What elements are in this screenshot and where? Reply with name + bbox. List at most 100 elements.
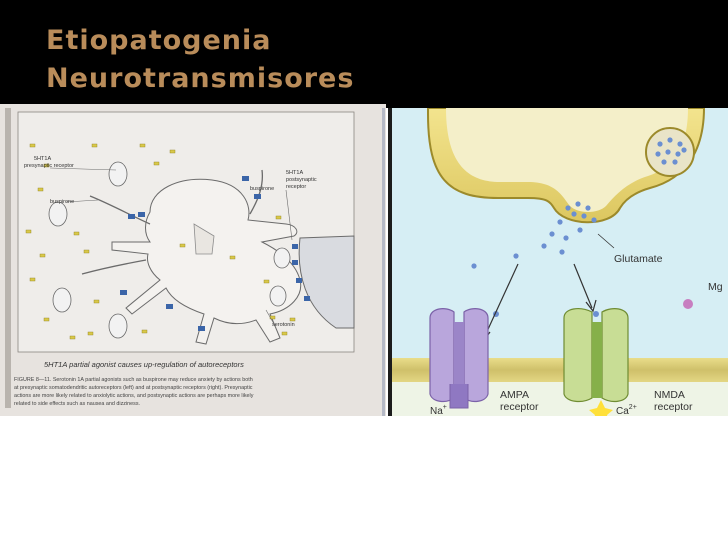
label-calcium-symbol: Ca (616, 406, 629, 416)
receptor (198, 326, 205, 331)
leader-line-glutamate (597, 233, 615, 249)
label-5ht1a-post: 5HT1A (286, 170, 303, 176)
ampa-pore (454, 322, 464, 398)
dendrite-upper-right (249, 169, 264, 215)
serotonin-molecule (229, 255, 236, 260)
receptor (138, 212, 145, 217)
serotonin-molecule (139, 143, 146, 148)
serotonin-molecule (73, 231, 80, 236)
bouton (108, 161, 128, 187)
glutamate-molecule (549, 231, 555, 237)
receptor (292, 244, 298, 249)
receptor (296, 278, 302, 283)
serotonin-molecule-group (25, 143, 296, 340)
ampa-base (449, 384, 469, 409)
label-nmda: NMDA (654, 389, 685, 401)
label-glutamate: Glutamate (614, 253, 663, 265)
glutamate-molecule (541, 243, 547, 249)
serotonin-molecule (263, 279, 270, 284)
serotonin-molecule (91, 143, 98, 148)
label-calcium: Ca2+ (616, 404, 637, 416)
receptor (292, 260, 298, 265)
glutamate-molecule (672, 159, 678, 165)
released-glutamate-group (471, 201, 599, 317)
serotonin-molecule (69, 335, 76, 340)
leader-line-serotonin (265, 309, 275, 325)
serotonin-molecule (43, 163, 50, 168)
label-buspirone-right: buspirone (250, 186, 274, 192)
label-presynaptic-receptor: presynaptic receptor (24, 163, 74, 169)
neuron-body (111, 178, 302, 345)
glutamate-molecule (471, 263, 477, 269)
caption-line-1: FIGURE 8—11. Serotonin 1A partial agonis… (14, 377, 253, 383)
serotonin-molecule (153, 161, 160, 166)
glutamate-molecule (557, 219, 563, 225)
label-sodium-symbol: Na (430, 406, 443, 416)
serotonin-molecule (275, 215, 282, 220)
title-line-1: Etiopatogenia (46, 25, 272, 56)
glutamate-molecule (559, 249, 565, 255)
bouton (108, 313, 128, 339)
serotonin-molecule (289, 317, 296, 322)
page-binding-shadow (5, 108, 11, 408)
label-calcium-charge: 2+ (629, 404, 637, 411)
nucleus (193, 223, 215, 255)
postsynaptic-terminal (298, 235, 355, 329)
serotonin-molecule (29, 277, 36, 282)
glutamate-molecule (675, 151, 681, 157)
label-ampa-receptor: receptor (500, 401, 539, 413)
glutamate-molecule (667, 137, 673, 143)
leader-line-post (285, 189, 293, 241)
serotonin-molecule (141, 329, 148, 334)
label-mg: Mg (708, 281, 723, 293)
calcium-influx-burst (589, 400, 613, 416)
ampa-receptor (429, 308, 489, 409)
glutamate-molecule (565, 205, 571, 211)
dendrite-lower-left (81, 259, 147, 275)
label-postsynaptic: postsynaptic (286, 177, 317, 183)
vesicle-glutamate-group (655, 137, 687, 165)
ampa-subunit-right (463, 308, 489, 403)
label-ampa: AMPA (500, 389, 529, 401)
glutamate-molecule (655, 151, 661, 157)
leader-line-pre (49, 167, 117, 171)
receptor (242, 176, 249, 181)
arrow-to-ampa (483, 263, 519, 339)
receptor (166, 304, 173, 309)
label-sodium: Na+ (430, 404, 447, 416)
glutamate-molecule (577, 227, 583, 233)
nmda-pore (592, 322, 602, 398)
serotonin-molecule (25, 229, 32, 234)
glutamate-molecule (665, 149, 671, 155)
bouton (48, 201, 68, 227)
caption-line-3: actions are more likely related to anxio… (14, 393, 254, 399)
label-receptor: receptor (286, 184, 306, 190)
glutamate-molecule (585, 205, 591, 211)
presynaptic-cytoplasm (446, 108, 688, 212)
dendrite-upper-left (89, 195, 151, 225)
glutamate-molecule (591, 217, 597, 223)
serotonin-molecule (37, 187, 44, 192)
label-sodium-charge: + (443, 404, 447, 411)
glutamate-synapse-figure: Glutamate Mg AMPA receptor NMDA receptor… (388, 108, 728, 416)
label-buspirone-left: buspirone (50, 199, 74, 205)
leader-line-buspirone-left (65, 199, 99, 203)
arrow-to-nmda (573, 263, 593, 309)
nmda-subunit-left (563, 308, 593, 403)
receptor (128, 214, 135, 219)
caption-title: 5HT1A partial agonist causes up-regulati… (44, 360, 244, 369)
glutamate-molecule (563, 235, 569, 241)
label-nmda-receptor: receptor (654, 401, 693, 413)
glutamate-molecule (657, 141, 663, 147)
receptor-cluster-group (120, 176, 310, 331)
serotonin-molecule (39, 253, 46, 258)
magnesium-ion (683, 299, 693, 309)
label-5ht1a-pre: 5HT1A (34, 156, 51, 162)
label-serotonin: serotonin (272, 322, 295, 328)
title-band: Etiopatogenia Neurotransmisores (0, 0, 728, 108)
caption-line-2: at presynaptic somatodendritic autorecep… (14, 385, 253, 391)
arrow-head-nmda (585, 299, 597, 313)
glutamate-molecule (677, 141, 683, 147)
bouton (269, 285, 287, 307)
bouton-group (48, 161, 291, 339)
